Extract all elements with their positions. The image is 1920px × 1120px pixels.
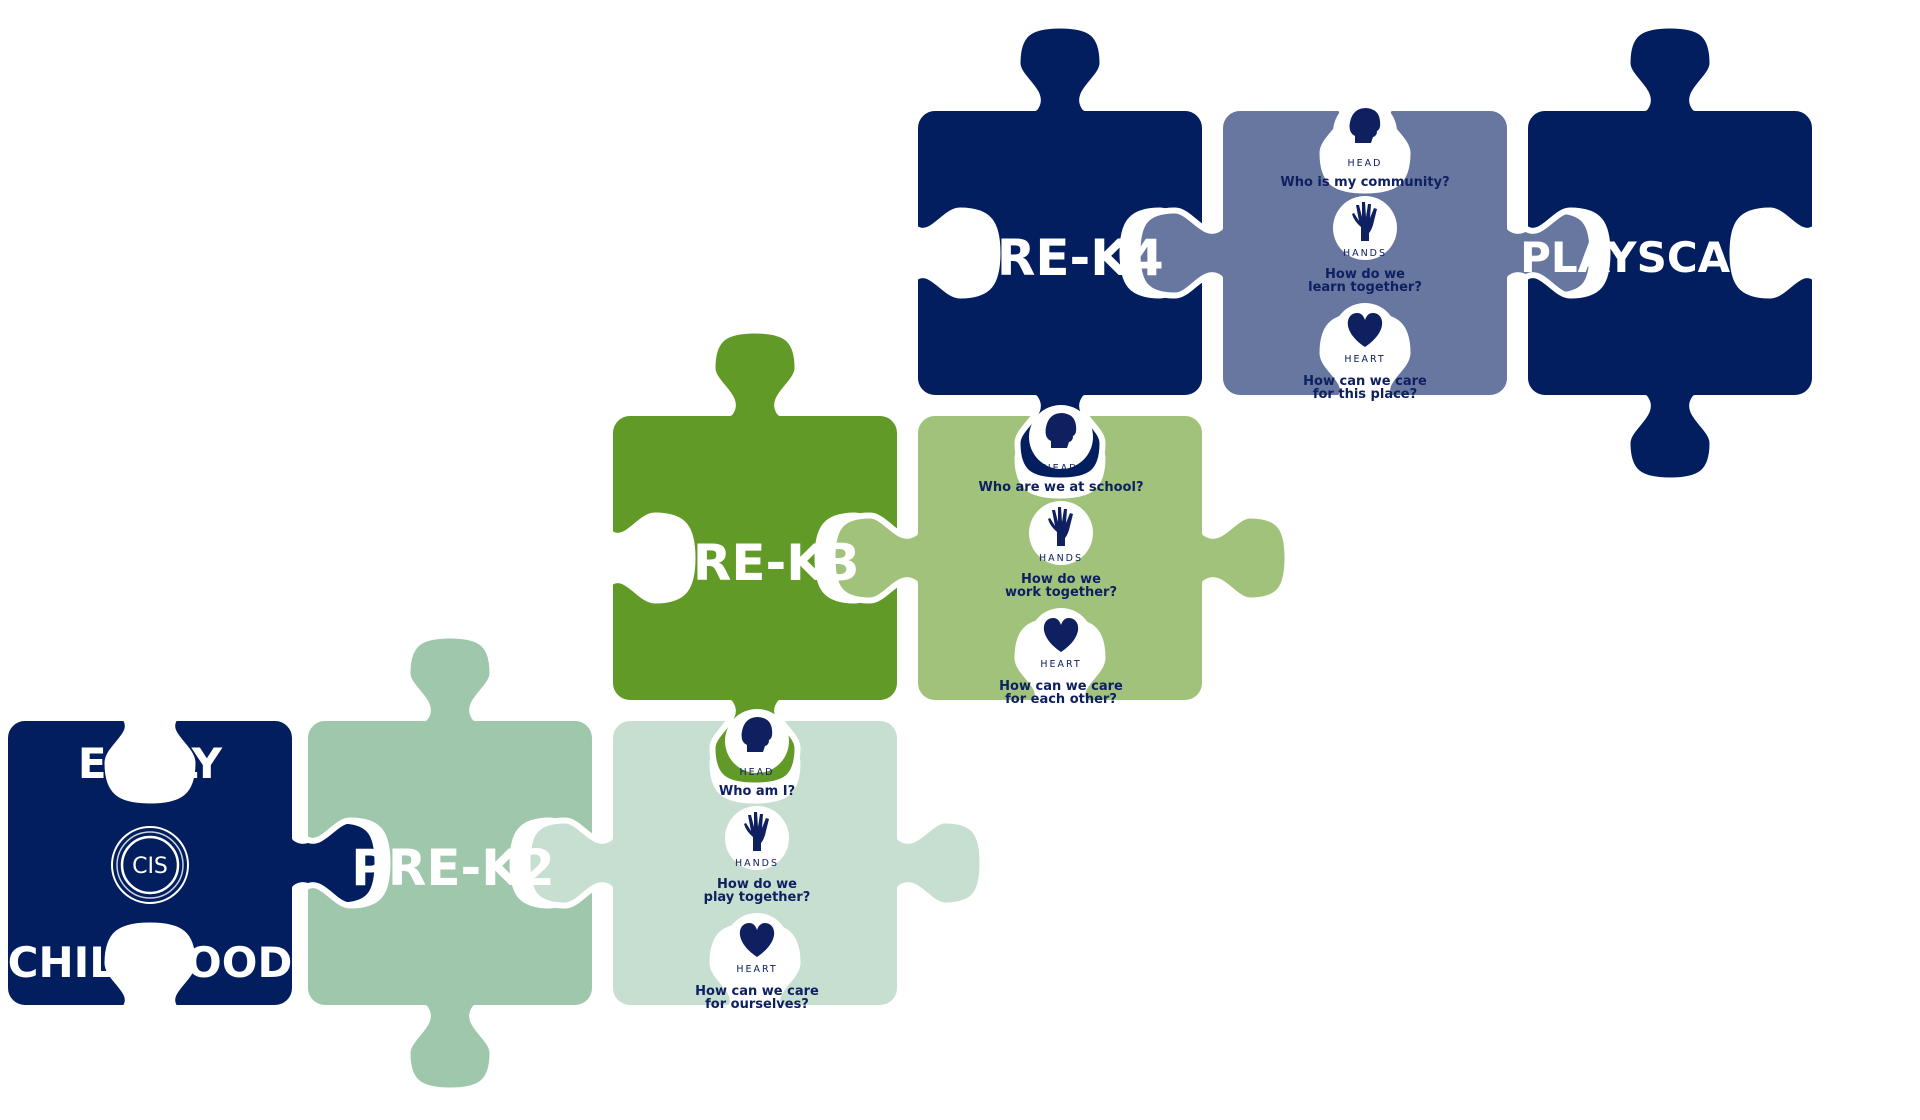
- heart-label: HEART: [1344, 354, 1385, 365]
- hands-label: HANDS: [1039, 553, 1083, 564]
- prek4-hands-question-2: learn together?: [1308, 280, 1422, 295]
- prek4-heart-question-1: How can we care: [1303, 374, 1427, 389]
- prek2-head: HEAD: [725, 709, 789, 778]
- prek2-title: PRE-K2: [351, 839, 555, 897]
- cis-logo: CIS: [111, 826, 189, 904]
- prek4-heart: HEART: [1333, 303, 1397, 367]
- prek3-head: HEAD: [1029, 405, 1093, 474]
- prek3-hands: HANDS: [1029, 501, 1093, 565]
- puzzle-labels: EARLY CHILDHOOD CIS PRE-K2 PRE-K3 PRE-K4…: [8, 100, 1820, 1012]
- head-label: HEAD: [1348, 158, 1383, 169]
- prek3-heart: HEART: [1029, 608, 1093, 672]
- prek4-piece: [912, 22, 1208, 484]
- prek4-title: PRE-K4: [960, 229, 1164, 287]
- cis-logo-text: CIS: [132, 854, 168, 879]
- prek2-heart: HEART: [725, 913, 789, 977]
- prek4-hands-question-1: How do we: [1325, 267, 1405, 282]
- prek4-head-question: Who is my community?: [1280, 175, 1449, 190]
- prek4-head: HEAD: [1333, 100, 1397, 169]
- prek2-hands: HANDS: [725, 806, 789, 870]
- prek2-head-question: Who am I?: [719, 784, 795, 799]
- playscapes-title: PLAYSCAPES: [1520, 233, 1820, 282]
- prek3-title: PRE-K3: [656, 534, 860, 592]
- prek2-hands-question-2: play together?: [704, 890, 811, 905]
- prek2-hands-question-1: How do we: [717, 877, 797, 892]
- childhood-label: CHILDHOOD: [8, 938, 293, 987]
- playscapes-piece: [1522, 22, 1818, 484]
- prek4-hands: HANDS: [1333, 196, 1397, 260]
- prek2-heart-question-2: for ourselves?: [705, 997, 809, 1012]
- heart-label: HEART: [736, 964, 777, 975]
- prek3-hands-question-2: work together?: [1005, 585, 1117, 600]
- prek4-heart-question-2: for this place?: [1313, 387, 1417, 402]
- prek2-heart-question-1: How can we care: [695, 984, 819, 999]
- heart-label: HEART: [1040, 659, 1081, 670]
- prek3-head-question: Who are we at school?: [978, 480, 1143, 495]
- prek3-heart-question-1: How can we care: [999, 679, 1123, 694]
- head-label: HEAD: [1044, 463, 1079, 474]
- hands-label: HANDS: [1343, 248, 1387, 259]
- hands-label: HANDS: [735, 858, 779, 869]
- prek4-questions: HEAD Who is my community? HANDS How do w…: [1280, 100, 1450, 402]
- prek3-questions: HEAD Who are we at school? HANDS How do …: [978, 405, 1144, 707]
- prek2-questions: HEAD Who am I? HANDS How do we play toge…: [695, 709, 819, 1012]
- prek3-heart-question-2: for each other?: [1005, 692, 1117, 707]
- head-label: HEAD: [740, 767, 775, 778]
- prek2-piece: [302, 632, 598, 1094]
- early-label: EARLY: [78, 739, 223, 788]
- prek3-hands-question-1: How do we: [1021, 572, 1101, 587]
- prek3-piece: [607, 327, 903, 789]
- puzzle-pieces: [2, 22, 1818, 1094]
